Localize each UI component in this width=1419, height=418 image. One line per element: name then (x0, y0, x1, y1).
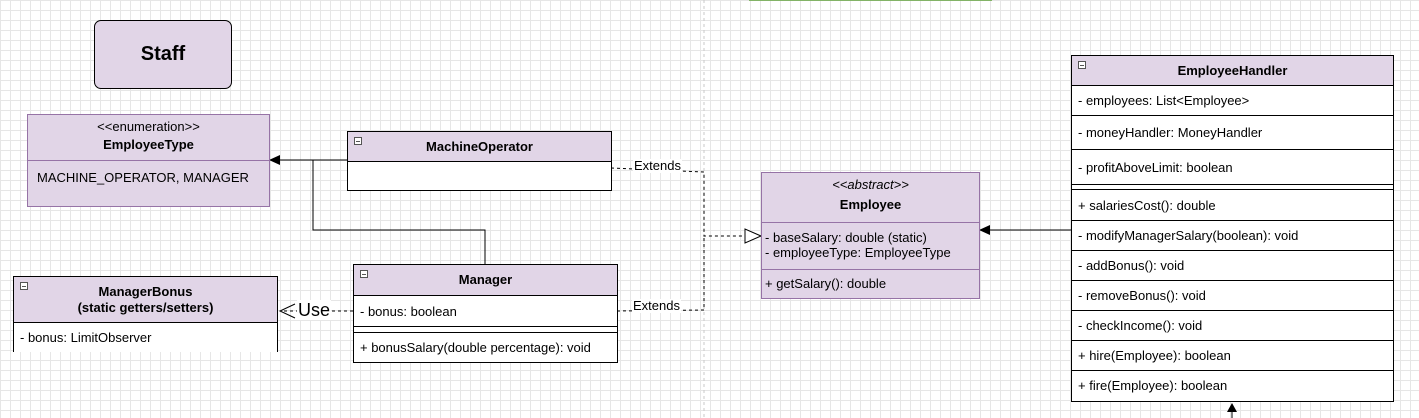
machineoperator-name: MachineOperator (426, 139, 533, 154)
employee-divider-1 (762, 222, 979, 223)
inheritance-arrowhead (744, 228, 763, 244)
managerbonus-attr: - bonus: LimitObserver (14, 322, 277, 352)
machine-operator-extends-edge (610, 167, 747, 237)
extends-label-machineoperator: Extends (633, 158, 682, 173)
employeetype-divider (28, 160, 269, 161)
collapse-icon[interactable] (20, 282, 28, 290)
machineoperator-body (348, 161, 611, 190)
staff-title: Staff (140, 43, 186, 65)
employeetype-stereotype: <<enumeration>> (97, 119, 200, 134)
employeetype-class[interactable]: <<enumeration>> EmployeeType MACHINE_OPE… (27, 114, 270, 207)
machineoperator-class[interactable]: MachineOperator (347, 131, 612, 191)
staff-title-box[interactable]: Staff (94, 20, 232, 89)
employee-divider-2 (762, 269, 979, 270)
employeehandler-attr-employees: - employees: List<Employee> (1072, 85, 1393, 115)
managerbonus-class[interactable]: ManagerBonus (static getters/setters) - … (13, 276, 278, 352)
employee-class[interactable]: <<abstract>> Employee - baseSalary: doub… (761, 172, 980, 299)
manager-name: Manager (458, 272, 513, 287)
bottom-arrowhead (1227, 403, 1237, 412)
collapse-icon[interactable] (1078, 61, 1086, 69)
employee-stereotype: <<abstract>> (832, 177, 909, 192)
manager-to-employeetype-edge (276, 159, 486, 264)
employee-name: Employee (839, 197, 902, 212)
managerbonus-name: ManagerBonus (98, 284, 193, 299)
employeehandler-method-removebonus: - removeBonus(): void (1072, 280, 1393, 310)
employeetype-arrowhead (269, 155, 280, 165)
manager-class[interactable]: Manager - bonus: boolean + bonusSalary(d… (353, 264, 618, 363)
manager-attr: - bonus: boolean (354, 295, 617, 326)
use-arrowhead (278, 303, 296, 319)
employeehandler-method-salariescost: + salariesCost(): double (1072, 189, 1393, 220)
managerbonus-subtitle: (static getters/setters) (77, 300, 214, 315)
manager-header: Manager (354, 265, 617, 295)
manager-divider (354, 326, 617, 332)
machineoperator-header: MachineOperator (348, 132, 611, 161)
employeehandler-attr-moneyhandler: - moneyHandler: MoneyHandler (1072, 115, 1393, 149)
use-label: Use (297, 300, 332, 320)
employeehandler-method-modifymanagersalary: - modifyManagerSalary(boolean): void (1072, 220, 1393, 250)
handler-arrowhead (979, 225, 990, 235)
employee-attr-employeetype: - employeeType: EmployeeType (765, 245, 951, 260)
employee-method-getsalary: + getSalary(): double (765, 276, 887, 291)
employeehandler-method-hire: + hire(Employee): boolean (1072, 340, 1393, 370)
employeehandler-divider (1072, 184, 1393, 189)
collapse-icon[interactable] (360, 270, 368, 278)
employeehandler-name: EmployeeHandler (1177, 63, 1288, 78)
employeehandler-method-fire: + fire(Employee): boolean (1072, 370, 1393, 400)
collapse-icon[interactable] (354, 137, 362, 145)
employeehandler-method-checkincome: - checkIncome(): void (1072, 310, 1393, 340)
employeehandler-header: EmployeeHandler (1072, 56, 1393, 85)
employeetype-values: MACHINE_OPERATOR, MANAGER (37, 170, 249, 185)
employeehandler-class[interactable]: EmployeeHandler - employees: List<Employ… (1071, 55, 1394, 402)
employee-attr-basesalary: - baseSalary: double (static) (765, 230, 927, 245)
extends-label-manager: Extends (632, 298, 681, 313)
employeetype-name: EmployeeType (103, 137, 194, 152)
employeehandler-attr-profitabovelimit: - profitAboveLimit: boolean (1072, 149, 1393, 184)
managerbonus-header: ManagerBonus (static getters/setters) (14, 277, 277, 322)
manager-method: + bonusSalary(double percentage): void (354, 332, 617, 362)
employeehandler-method-addbonus: - addBonus(): void (1072, 250, 1393, 280)
